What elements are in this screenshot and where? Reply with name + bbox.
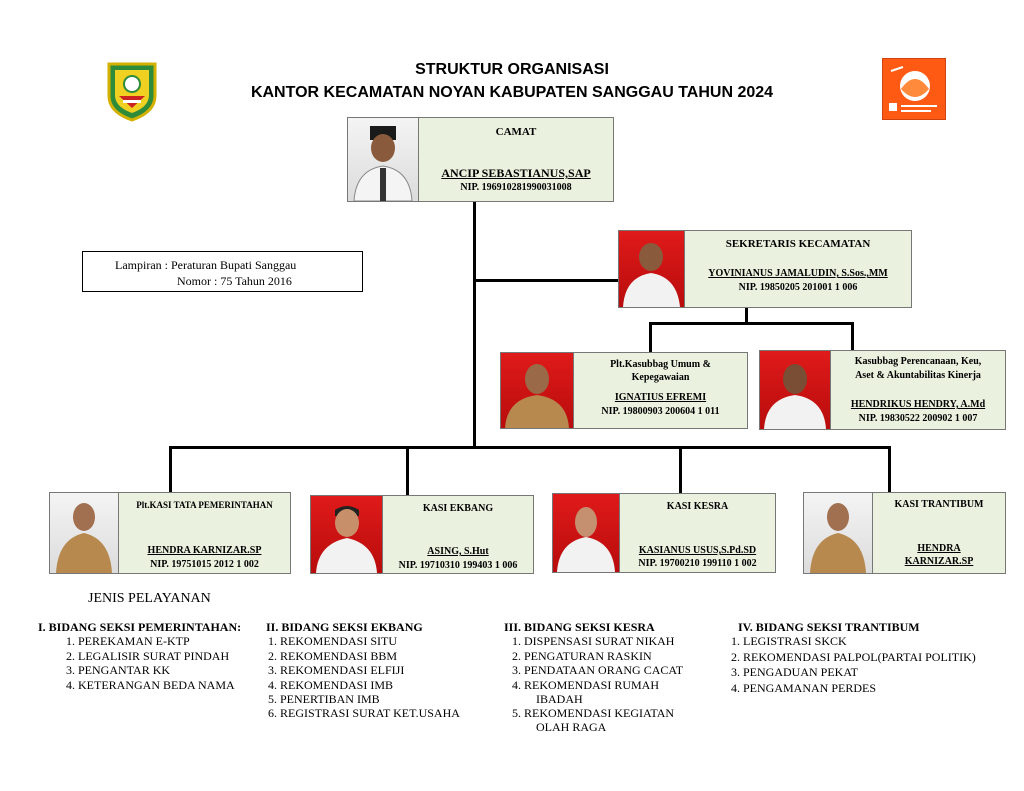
connector-kasubbag-umum: [649, 322, 652, 352]
camat-name: ANCIP SEBASTIANUS,SAP: [441, 166, 591, 180]
services-col3-item-2: 2. PENGATURAN RASKIN: [512, 649, 652, 663]
kasubbag-perencanaan-name: HENDRIKUS HENDRY, A.Md: [850, 399, 986, 410]
kasubbag-umum-nip: NIP. 19800903 200604 1 011: [601, 406, 720, 417]
services-col3-title: III. BIDANG SEKSI KESRA: [504, 620, 655, 634]
kasi-kesra-box: KASI KESRA KASIANUS USUS,S.Pd.SD NIP. 19…: [619, 493, 776, 573]
connector-kasi-kesra: [679, 446, 682, 493]
services-col2-item-2: 2. REKOMENDASI BBM: [268, 649, 398, 663]
services-col2-item-6: 6. REGISTRASI SURAT KET.USAHA: [268, 706, 460, 720]
camat-position: CAMAT: [495, 126, 537, 138]
services-col3-item-5: 5. REKOMENDASI KEGIATAN: [512, 706, 675, 720]
services-col1-item-3: 3. PENGANTAR KK: [66, 663, 171, 677]
person-portrait-icon: [764, 364, 826, 429]
person-portrait-icon: [353, 126, 413, 201]
services-col3-item-1: 1. DISPENSASI SURAT NIKAH: [512, 634, 675, 648]
services-col4-title: IV. BIDANG SEKSI TRANTIBUM: [738, 620, 920, 634]
services-col4-item-4: 4. PENGAMANAN PERDES: [731, 681, 877, 695]
services-col2-title: II. BIDANG SEKSI EKBANG: [266, 620, 423, 634]
kasi-ekbang-photo: [310, 495, 383, 574]
connector-kasi-trantibum: [888, 446, 891, 492]
kasubbag-perencanaan-nip: NIP. 19830522 200902 1 007: [858, 413, 978, 424]
sekretaris-photo: [618, 230, 685, 308]
services-col4-item-3: 3. PENGADUAN PEKAT: [731, 665, 859, 679]
sekretaris-nip: NIP. 19850205 201001 1 006: [738, 282, 858, 293]
page-title: STRUKTUR ORGANISASI: [415, 61, 609, 78]
connector-sekretaris-down: [745, 307, 748, 323]
kasi-kesra-nip: NIP. 19700210 199110 1 002: [638, 558, 757, 569]
services-col1-item-4: 4. KETERANGAN BEDA NAMA: [66, 678, 235, 692]
kasubbag-umum-position-1: Plt.Kasubbag Umum &: [610, 359, 711, 370]
services-col2-item-4: 4. REKOMENDASI IMB: [268, 678, 394, 692]
services-col3-item-5-cont: OLAH RAGA: [536, 720, 607, 734]
kasi-pem-box: Plt.KASI TATA PEMERINTAHAN HENDRA KARNIZ…: [118, 492, 291, 574]
bangga-kencana-logo-icon: [882, 58, 946, 120]
kasi-kesra-photo: [552, 493, 620, 573]
page-subtitle: KANTOR KECAMATAN NOYAN KABUPATEN SANGGAU…: [250, 84, 774, 101]
connector-to-sekretaris: [475, 279, 620, 282]
person-portrait-icon: [316, 506, 377, 573]
kasubbag-umum-position-2: Kepegawaian: [631, 372, 690, 383]
person-portrait-icon: [56, 503, 112, 573]
services-col4-item-2: 2. REKOMENDASI PALPOL(PARTAI POLITIK): [731, 650, 976, 664]
services-col1-item-1: 1. PEREKAMAN E-KTP: [66, 634, 190, 648]
sekretaris-box: SEKRETARIS KECAMATAN YOVINIANUS JAMALUDI…: [684, 230, 912, 308]
person-portrait-icon: [557, 507, 615, 572]
services-heading: JENIS PELAYANAN: [88, 591, 211, 606]
kasi-pem-photo: [49, 492, 119, 574]
connector-vertical-main: [473, 201, 476, 447]
connector-kasi-ekbang: [406, 446, 409, 495]
kasi-pem-position: Plt.KASI TATA PEMERINTAHAN: [136, 500, 273, 510]
kasi-pem-nip: NIP. 19751015 2012 1 002: [150, 559, 259, 570]
person-portrait-icon: [810, 503, 866, 573]
connector-kasi-pem: [169, 446, 172, 492]
kasi-trantibum-name-1: HENDRA: [917, 543, 961, 554]
services-col2-item-3: 3. REKOMENDASI ELFIJI: [268, 663, 405, 677]
kasubbag-umum-box: Plt.Kasubbag Umum & Kepegawaian IGNATIUS…: [573, 352, 748, 429]
kasubbag-umum-name: IGNATIUS EFREMI: [614, 392, 707, 403]
services-col3-item-3: 3. PENDATAAN ORANG CACAT: [512, 663, 684, 677]
services-col2-item-5: 5. PENERTIBAN IMB: [268, 692, 380, 706]
camat-box: CAMAT ANCIP SEBASTIANUS,SAP NIP. 1969102…: [418, 117, 614, 202]
services-col3-item-4-cont: IBADAH: [536, 692, 583, 706]
kasi-pem-name: HENDRA KARNIZAR.SP: [147, 545, 262, 556]
connector-kasubbag-horizontal: [649, 322, 854, 325]
person-portrait-icon: [623, 243, 680, 307]
services-col1-item-2: 2. LEGALISIR SURAT PINDAH: [66, 649, 230, 663]
camat-photo: [347, 117, 419, 202]
kasi-ekbang-box: KASI EKBANG ASING, S.Hut NIP. 19710310 1…: [382, 495, 534, 574]
lampiran-line1: Lampiran : Peraturan Bupati Sanggau: [115, 258, 297, 272]
services-col4-item-1: 1. LEGISTRASI SKCK: [731, 634, 847, 648]
kasi-ekbang-nip: NIP. 19710310 199403 1 006: [398, 560, 518, 571]
kasi-ekbang-position: KASI EKBANG: [422, 503, 494, 514]
kasubbag-perencanaan-position-1: Kasubbag Perencanaan, Keu,: [854, 356, 982, 367]
services-col3-item-4: 4. REKOMENDASI RUMAH: [512, 678, 660, 692]
kasubbag-perencanaan-box: Kasubbag Perencanaan, Keu, Aset & Akunta…: [830, 350, 1006, 430]
kasi-kesra-name: KASIANUS USUS,S.Pd.SD: [638, 545, 757, 556]
sekretaris-name: YOVINIANUS JAMALUDIN, S.Sos.,MM: [708, 268, 888, 279]
services-col2-item-1: 1. REKOMENDASI SITU: [268, 634, 397, 648]
regency-emblem-icon: [105, 60, 159, 122]
kasi-trantibum-name-2: KARNIZAR.SP: [904, 556, 974, 567]
lampiran-box: Lampiran : Peraturan Bupati Sanggau Nomo…: [82, 251, 363, 292]
person-portrait-icon: [505, 364, 569, 428]
kasubbag-perencanaan-position-2: Aset & Akuntabilitas Kinerja: [855, 370, 981, 381]
kasubbag-perencanaan-photo: [759, 350, 831, 430]
camat-nip: NIP. 196910281990031008: [460, 182, 572, 193]
kasi-trantibum-box: KASI TRANTIBUM HENDRA KARNIZAR.SP: [872, 492, 1006, 574]
services-col1-title: I. BIDANG SEKSI PEMERINTAHAN:: [38, 620, 242, 634]
sekretaris-position: SEKRETARIS KECAMATAN: [725, 238, 871, 250]
kasi-trantibum-photo: [803, 492, 873, 574]
kasi-ekbang-name: ASING, S.Hut: [427, 546, 489, 557]
connector-kasi-horizontal: [169, 446, 891, 449]
kasi-trantibum-position: KASI TRANTIBUM: [894, 499, 984, 510]
connector-kasubbag-perencanaan: [851, 322, 854, 350]
kasi-kesra-position: KASI KESRA: [666, 501, 729, 512]
kasubbag-umum-photo: [500, 352, 574, 429]
lampiran-line2: Nomor : 75 Tahun 2016: [177, 274, 292, 288]
